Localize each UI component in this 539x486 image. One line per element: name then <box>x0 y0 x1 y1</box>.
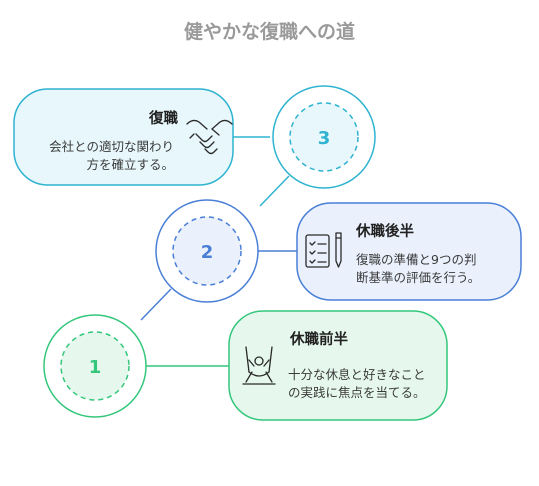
step-1-group: 休職前半 十分な休息と好きなこと の実践に焦点を当てる。 1 <box>43 310 448 421</box>
step-3-line-1: 会社との適切な関わり <box>49 139 174 154</box>
step-2-heading: 休職後半 <box>355 222 414 240</box>
step-2-card <box>296 202 522 301</box>
step-1-heading: 休職前半 <box>289 330 348 348</box>
diagram-title: 健やかな復職への道 <box>184 20 355 43</box>
step-1-number: 1 <box>89 357 102 378</box>
step-3-line-2: 方を確立する。 <box>86 157 174 172</box>
step-2-dashed-ring <box>172 216 242 286</box>
checklist-pen-icon <box>305 232 342 268</box>
step-2-number: 2 <box>201 242 214 263</box>
swing-icon <box>242 346 276 385</box>
handshake-icon <box>186 119 233 155</box>
step-1-card <box>228 310 448 421</box>
step-2-line-2: 断基準の評価を行う。 <box>356 270 480 285</box>
step-1-line-1: 十分な休息と好きなこと <box>288 367 426 382</box>
connector-3-to-2 <box>259 175 290 207</box>
step-3-heading: 復職 <box>148 109 178 127</box>
step-3-group: 復職 会社との適切な関わり 方を確立する。 3 <box>13 85 376 189</box>
step-2-line-1: 復職の準備と9つの判 <box>356 252 476 267</box>
step-3-number: 3 <box>318 128 331 149</box>
step-3-dashed-ring <box>289 102 359 172</box>
step-1-dashed-ring <box>60 331 130 401</box>
connector-2-to-1 <box>140 288 172 321</box>
step-1-line-2: の実践に焦点を当てる。 <box>288 385 426 400</box>
step-3-card <box>13 88 234 186</box>
step-2-group: 休職後半 復職の準備と9つの判 断基準の評価を行う。 2 <box>155 199 522 303</box>
